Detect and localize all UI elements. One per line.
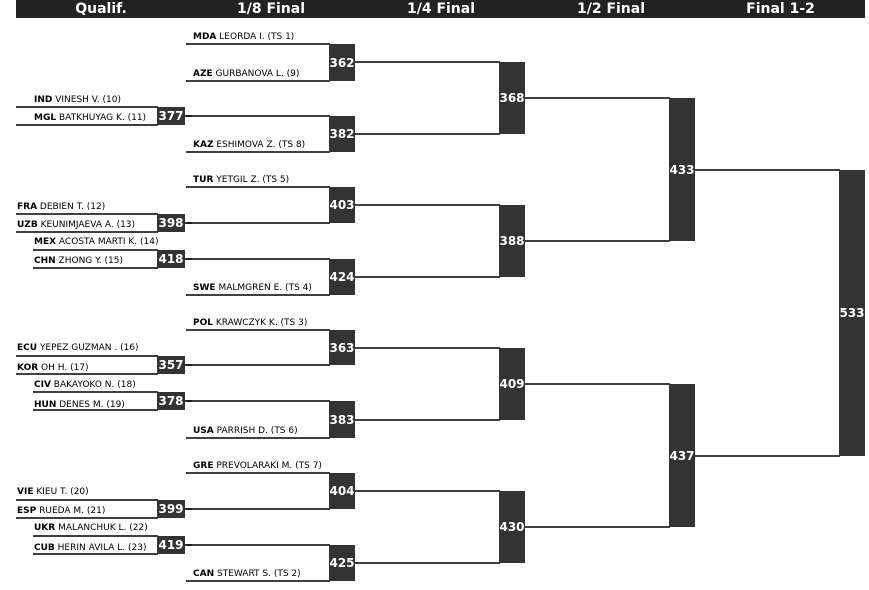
match-box-round16: 425 <box>329 545 355 581</box>
round16-player: TUR YETGIL Z. (TS 5) <box>193 175 290 185</box>
round-title-quarter: 1/4 Final <box>406 1 476 17</box>
match-box-semi: 437 <box>669 384 695 527</box>
match-box-quarter: 388 <box>499 205 525 277</box>
qualif-player: MGL BATKHUYAG K. (11) <box>34 113 147 123</box>
qualif-player: VIE KIEU T. (20) <box>17 487 89 497</box>
round16-player: GRE PREVOLARAKI M. (TS 7) <box>193 461 322 471</box>
match-box-semi: 433 <box>669 98 695 241</box>
match-box-qualif: 399 <box>157 500 185 518</box>
qualif-player: ESP RUEDA M. (21) <box>17 506 106 516</box>
match-box-qualif: 378 <box>157 392 185 410</box>
match-box-qualif: 398 <box>157 214 185 232</box>
match-box-qualif: 418 <box>157 250 185 268</box>
round16-player: MDA LEORDA I. (TS 1) <box>193 32 295 42</box>
qualif-player: UZB KEUNIMJAEVA A. (13) <box>17 220 136 230</box>
match-box-quarter: 368 <box>499 62 525 134</box>
qualif-player: HUN DENES M. (19) <box>34 400 125 410</box>
round-title-final: Final 1-2 <box>746 1 815 17</box>
round16-player: USA PARRISH D. (TS 6) <box>193 426 298 436</box>
match-box-round16: 424 <box>329 259 355 295</box>
round16-player: POL KRAWCZYK K. (TS 3) <box>193 318 308 328</box>
match-box-round16: 383 <box>329 401 355 438</box>
qualif-player: KOR OH H. (17) <box>17 363 89 373</box>
qualif-player: ECU YEPEZ GUZMAN . (16) <box>17 343 139 353</box>
round16-player: CAN STEWART S. (TS 2) <box>193 569 301 579</box>
round16-player: SWE MALMGREN E. (TS 4) <box>193 283 312 293</box>
round-title-semi: 1/2 Final <box>576 1 646 17</box>
match-box-round16: 362 <box>329 44 355 81</box>
qualif-player: CHN ZHONG Y. (15) <box>34 256 124 266</box>
match-box-qualif: 419 <box>157 536 185 554</box>
round-title-qualif: Qualif. <box>75 1 127 17</box>
match-box-round16: 403 <box>329 187 355 223</box>
qualif-player: MEX ACOSTA MARTI K. (14) <box>34 237 159 247</box>
qualif-player: IND VINESH V. (10) <box>34 95 121 105</box>
qualif-player: UKR MALANCHUK L. (22) <box>34 523 148 533</box>
round-title-eighth: 1/8 Final <box>236 1 306 17</box>
match-box-final: 533 <box>839 170 865 456</box>
round-header-bar <box>16 0 865 18</box>
match-box-quarter: 430 <box>499 491 525 563</box>
match-box-round16: 363 <box>329 330 355 365</box>
match-box-qualif: 377 <box>157 107 185 125</box>
match-box-qualif: 357 <box>157 356 185 374</box>
match-box-round16: 404 <box>329 473 355 509</box>
qualif-player: CUB HERIN AVILA L. (23) <box>34 543 147 553</box>
match-box-round16: 382 <box>329 116 355 152</box>
round16-player: KAZ ESHIMOVA Z. (TS 8) <box>193 140 306 150</box>
qualif-player: CIV BAKAYOKO N. (18) <box>34 380 136 390</box>
round16-player: AZE GURBANOVA L. (9) <box>193 69 300 79</box>
qualif-player: FRA DEBIEN T. (12) <box>17 202 106 212</box>
match-box-quarter: 409 <box>499 348 525 420</box>
